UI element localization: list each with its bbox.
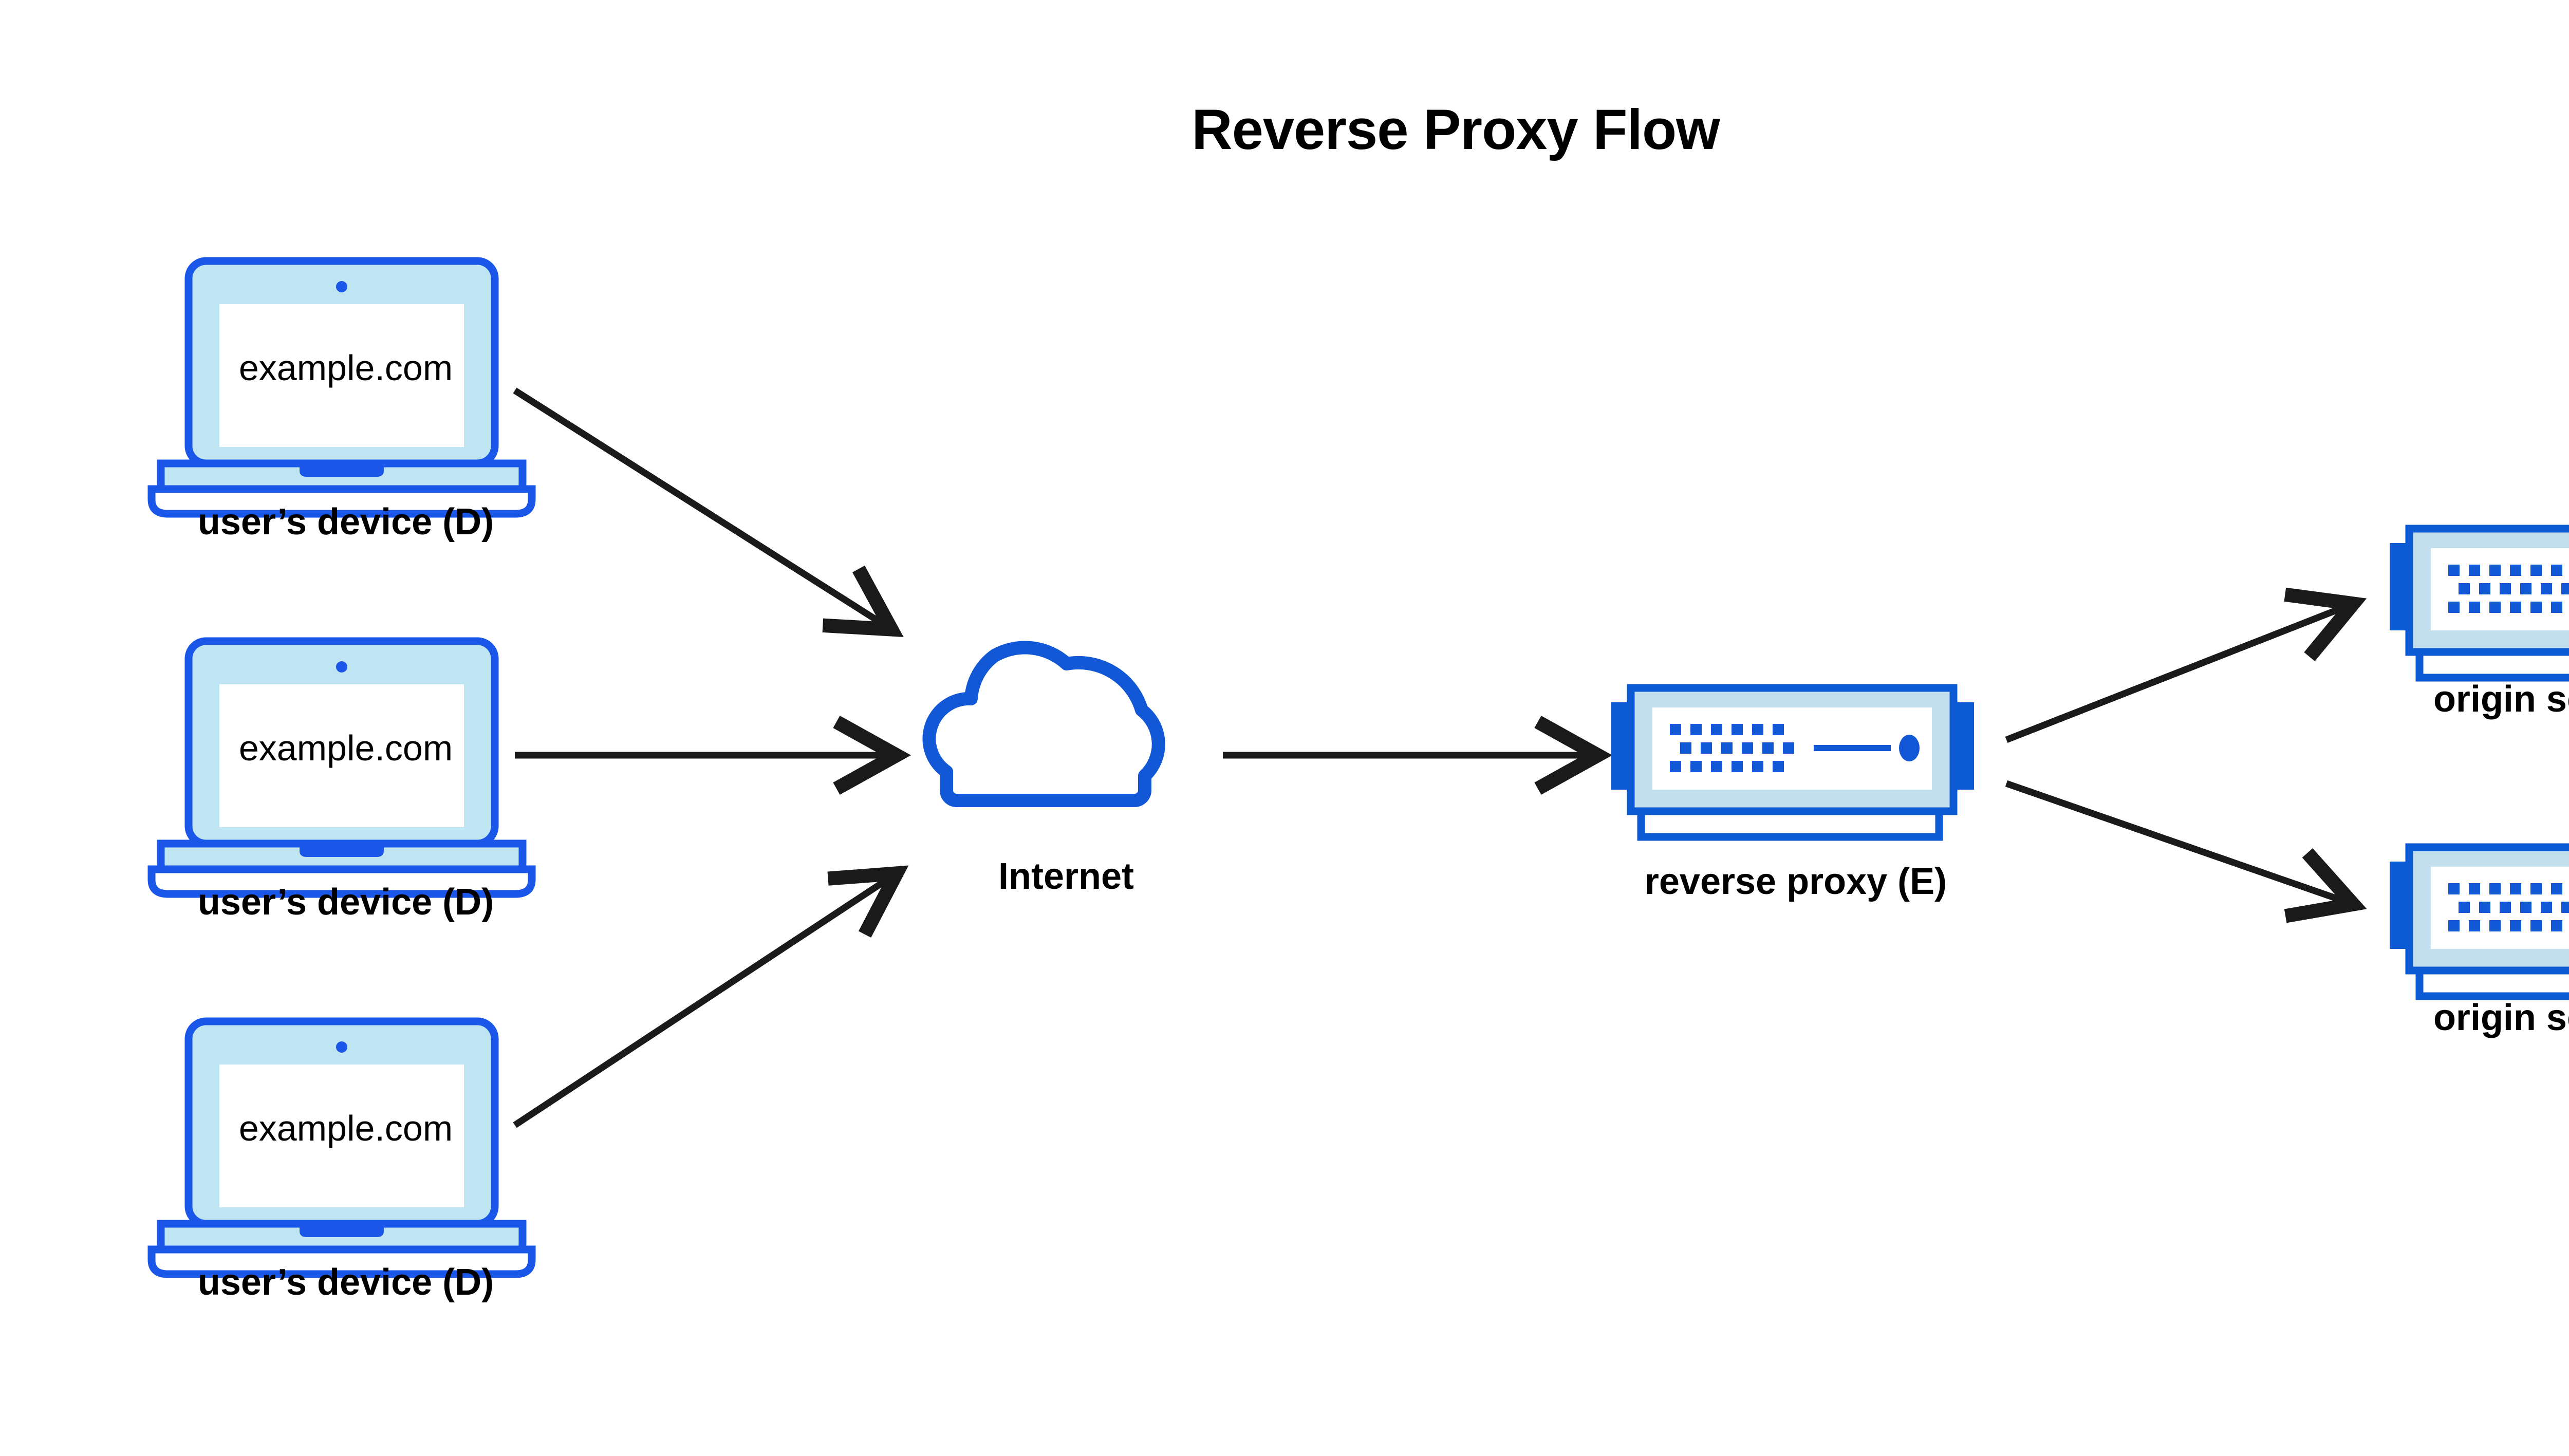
node-client-2[interactable]: example.com user’s device (D) <box>152 641 532 923</box>
node-internet[interactable]: Internet <box>929 648 1158 897</box>
edge-layer <box>513 387 2367 1128</box>
node-origin-1[interactable]: origin server (F) <box>2390 529 2569 720</box>
server-icon <box>2390 529 2569 678</box>
node-origin-2[interactable]: origin server (F) <box>2390 847 2569 1038</box>
client-caption: user’s device (D) <box>198 1262 494 1303</box>
node-client-3[interactable]: example.com user’s device (D) <box>152 1021 532 1303</box>
edge-proxy-origin2 <box>2005 780 2367 923</box>
server-icon <box>2390 847 2569 996</box>
origin-server-caption: origin server (F) <box>2433 679 2569 720</box>
node-client-1[interactable]: example.com user’s device (D) <box>152 261 532 543</box>
edge-client1-internet <box>513 387 904 638</box>
node-reverse-proxy[interactable]: reverse proxy (E) <box>1611 688 1974 902</box>
client-caption: user’s device (D) <box>198 882 494 923</box>
client-screen-text: example.com <box>239 1108 453 1148</box>
edge-proxy-origin1 <box>2005 587 2367 743</box>
cloud-icon <box>929 648 1158 800</box>
edge-client3-internet <box>513 865 909 1128</box>
client-screen-text: example.com <box>239 348 453 388</box>
server-icon <box>1611 688 1974 837</box>
origin-server-caption: origin server (F) <box>2433 997 2569 1038</box>
client-screen-text: example.com <box>239 728 453 768</box>
page-title: Reverse Proxy Flow <box>1192 98 1720 161</box>
internet-caption: Internet <box>998 856 1134 897</box>
reverse-proxy-caption: reverse proxy (E) <box>1645 861 1947 902</box>
client-caption: user’s device (D) <box>198 501 494 543</box>
